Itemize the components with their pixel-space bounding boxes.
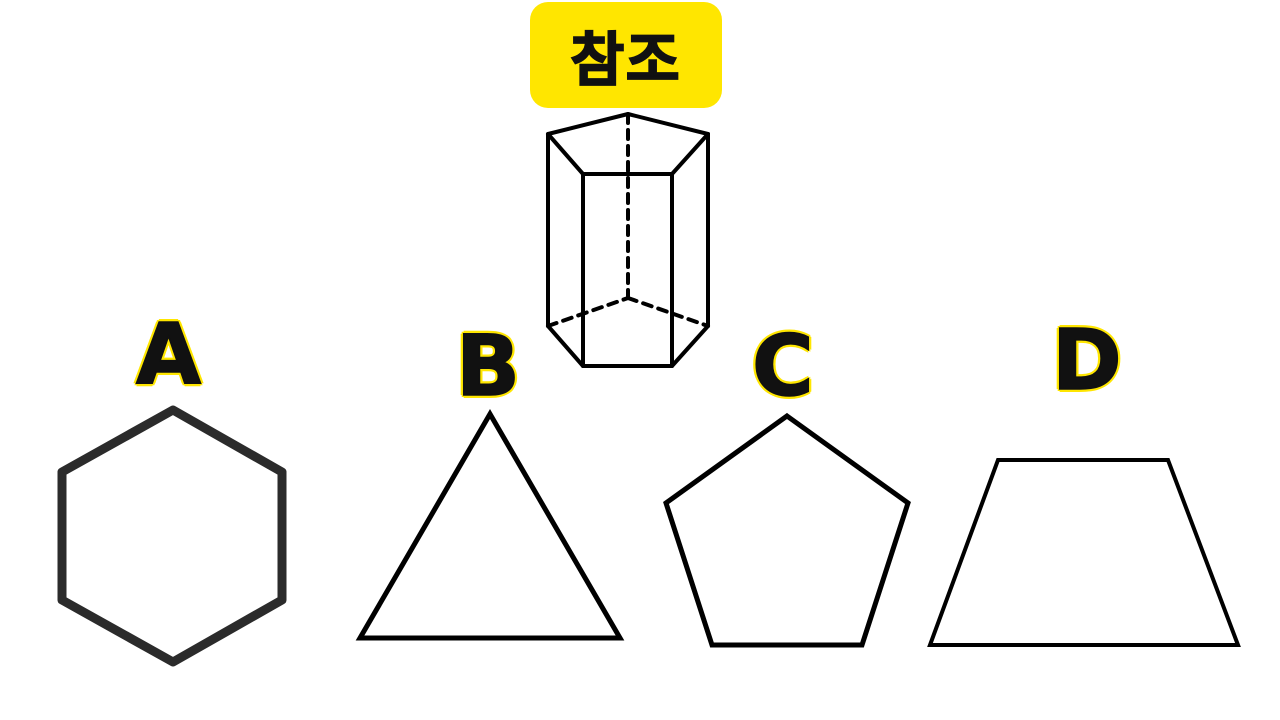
prism-hidden-edges: [546, 112, 710, 328]
option-d-label: D: [1051, 311, 1122, 409]
option-d-trapezoid: [927, 458, 1241, 647]
reference-label: 참조: [570, 25, 682, 95]
prism-top-face: [546, 112, 710, 176]
reference-prism: [546, 112, 710, 368]
option-b-triangle: [355, 409, 625, 641]
prism-bottom-visible: [546, 324, 710, 368]
option-b-label: B: [455, 317, 521, 415]
option-a-hexagon: [57, 405, 287, 667]
reference-badge: 참조: [530, 2, 722, 108]
option-c-pentagon: [663, 412, 911, 648]
option-a-label: A: [135, 305, 202, 403]
option-c-label: C: [751, 317, 814, 415]
